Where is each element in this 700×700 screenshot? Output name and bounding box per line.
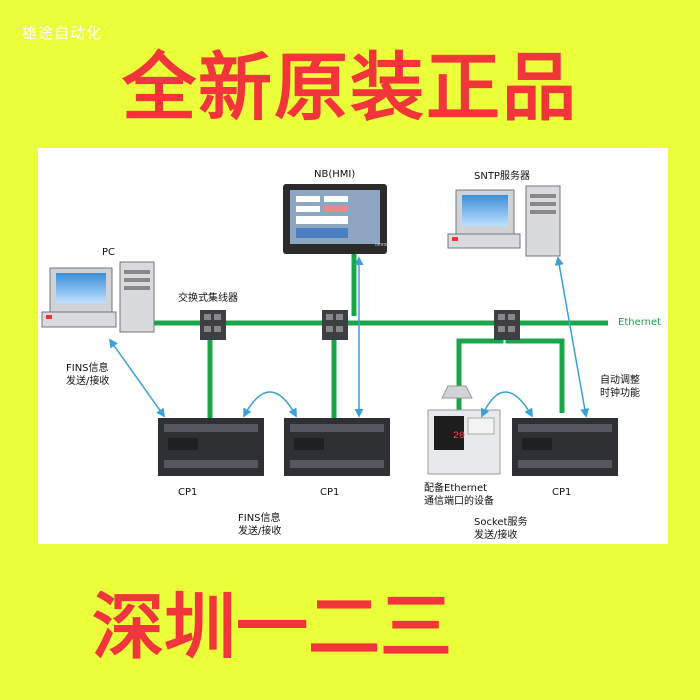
socket-line1: Socket服务 bbox=[474, 517, 528, 528]
pc-icon bbox=[41, 261, 155, 333]
network-diagram: omron 20 PC NB(HMI) SNTP服务器 交换式集线器 Ether… bbox=[38, 148, 668, 544]
auto-adjust-line2: 时钟功能 bbox=[600, 388, 640, 399]
communication-arrows bbox=[108, 256, 590, 418]
plc-icon-1 bbox=[158, 418, 264, 476]
ethernet-device-icon bbox=[427, 385, 501, 475]
plc-icon-2 bbox=[284, 418, 390, 476]
headline-bottom: 深圳一二三 bbox=[92, 585, 453, 669]
auto-adjust-line1: 自动调整 bbox=[600, 375, 640, 386]
ethernet-backbone bbox=[153, 251, 608, 420]
sntp-server-icon bbox=[447, 185, 561, 257]
cp1-label-c: CP1 bbox=[552, 487, 572, 498]
cp1-label-b: CP1 bbox=[320, 487, 340, 498]
fins-left-line1: FINS信息 bbox=[66, 363, 109, 374]
switch-icon-2 bbox=[322, 310, 348, 340]
diagram-graphics: omron 20 bbox=[41, 184, 618, 476]
fins-left-line2: 发送/接收 bbox=[66, 376, 110, 387]
fins-bottom-line2: 发送/接收 bbox=[238, 526, 282, 537]
socket-line2: 发送/接收 bbox=[474, 530, 518, 541]
device-label-line2: 通信端口的设备 bbox=[424, 496, 494, 507]
ethernet-label: Ethernet bbox=[618, 317, 662, 328]
sntp-label: SNTP服务器 bbox=[474, 171, 530, 182]
hmi-icon bbox=[283, 184, 387, 254]
hmi-brand: omron bbox=[375, 242, 389, 248]
device-display: 20 bbox=[453, 431, 465, 442]
switch-label: 交换式集线器 bbox=[178, 293, 238, 304]
switch-icon-3 bbox=[494, 310, 520, 340]
fins-bottom-line1: FINS信息 bbox=[238, 513, 281, 524]
switch-icon-1 bbox=[200, 310, 226, 340]
shop-name: 雄途自动化 bbox=[22, 24, 103, 42]
device-label-line1: 配备Ethernet bbox=[424, 483, 488, 494]
headline-top: 全新原装正品 bbox=[122, 45, 578, 131]
cp1-label-a: CP1 bbox=[178, 487, 198, 498]
pc-label: PC bbox=[102, 247, 116, 258]
hmi-label: NB(HMI) bbox=[314, 169, 356, 180]
plc-icon-3 bbox=[512, 418, 618, 476]
